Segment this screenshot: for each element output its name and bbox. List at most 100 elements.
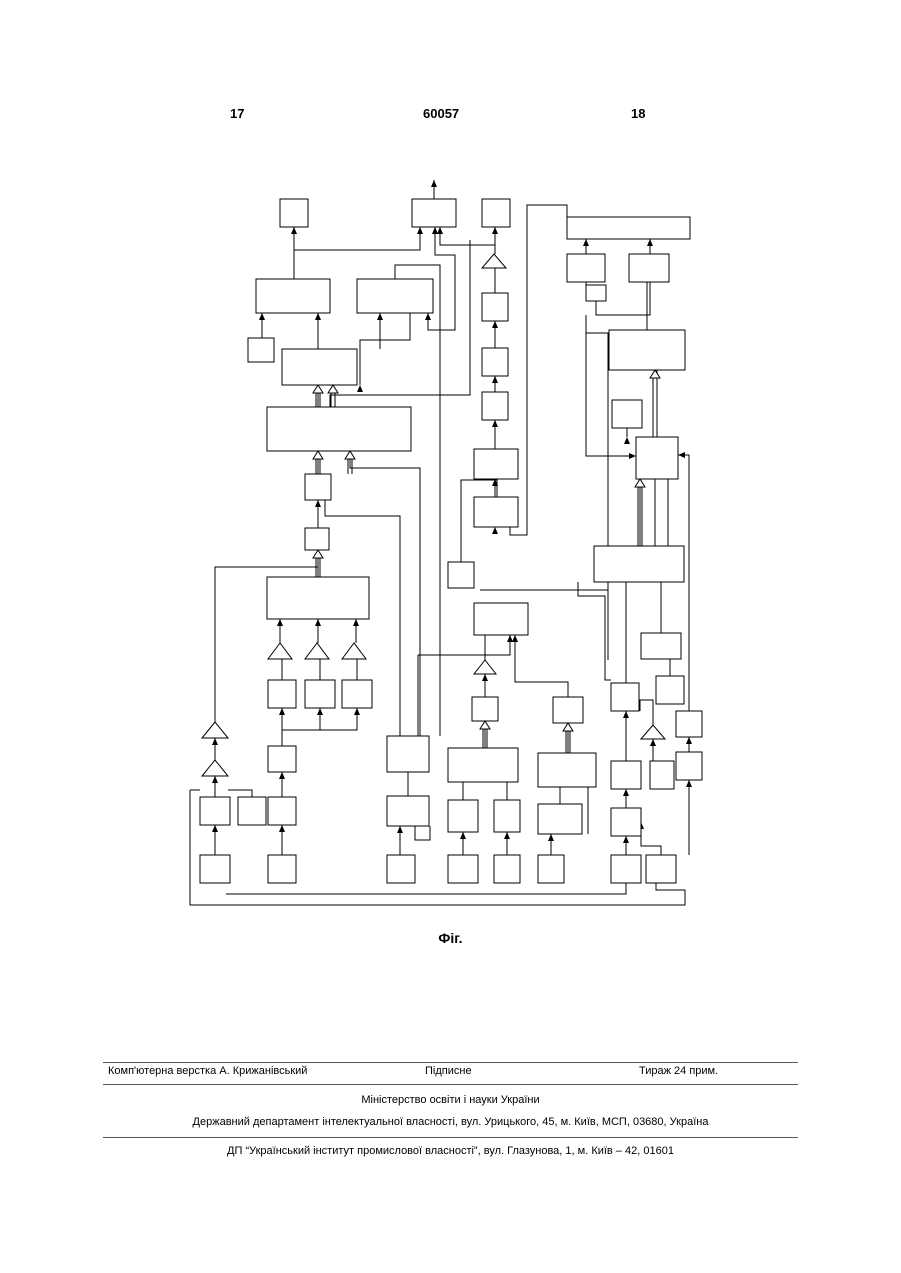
bus-arrowhead [635, 479, 645, 487]
block-65 [676, 752, 702, 780]
signal-arrowhead [425, 313, 431, 320]
signal-arrowhead [492, 527, 498, 534]
signal-wire [226, 883, 626, 894]
block-5 [238, 797, 266, 825]
footer-rule-bottom [103, 1137, 798, 1138]
signal-arrowhead [212, 825, 218, 832]
block-39 [412, 199, 456, 227]
signal-arrowhead [492, 321, 498, 328]
block-25 [387, 796, 429, 826]
amplifier-block-14 [342, 643, 366, 659]
signal-arrowhead [377, 313, 383, 320]
footer-ministry: Міністерство освіти і науки України [0, 1094, 901, 1106]
signal-arrowhead [686, 737, 692, 744]
signal-arrowhead [431, 180, 437, 187]
block-16 [305, 528, 329, 550]
block-48 [611, 855, 641, 883]
bus-arrowhead [313, 451, 323, 459]
signal-arrowhead [482, 674, 488, 681]
block-42 [474, 449, 518, 479]
signal-wire [360, 313, 410, 385]
signal-arrowhead [647, 239, 653, 246]
block-59 [612, 400, 642, 428]
signal-arrowhead [317, 708, 323, 715]
block-56 [641, 633, 681, 659]
signal-wire [578, 582, 611, 680]
footer-rule-middle [103, 1084, 798, 1085]
signal-wire [641, 822, 661, 855]
signal-arrowhead [507, 635, 513, 642]
block-40 [448, 562, 474, 588]
amplifier-block-33 [474, 660, 496, 674]
signal-arrowhead [417, 227, 423, 234]
bus-arrowhead [328, 385, 338, 393]
block-60 [609, 330, 685, 370]
block-28 [494, 855, 520, 883]
block-64 [567, 217, 690, 239]
amplifier-block-53 [641, 725, 665, 739]
signal-arrowhead [315, 619, 321, 626]
block-17 [305, 474, 331, 500]
footer-signed: Підписне [425, 1065, 472, 1077]
footer-department: Державний департамент інтелектуальної вл… [0, 1116, 901, 1128]
signal-arrowhead [492, 420, 498, 427]
block-26 [387, 736, 429, 772]
signal-wire [640, 700, 653, 725]
signal-arrowhead [277, 619, 283, 626]
block-58 [636, 437, 678, 479]
signal-wire [215, 550, 318, 722]
signal-wire [415, 826, 430, 840]
block-29 [448, 800, 478, 832]
signal-arrowhead [583, 239, 589, 246]
signal-arrowhead [650, 739, 656, 746]
block-41 [474, 497, 518, 527]
block-11 [342, 680, 372, 708]
signal-arrowhead [212, 738, 218, 745]
block-23 [357, 279, 433, 313]
footer-circulation: Тираж 24 прим. [639, 1065, 718, 1077]
bus-arrowhead [563, 723, 573, 731]
signal-arrowhead [291, 227, 297, 234]
signal-arrowhead [259, 313, 265, 320]
signal-arrowhead [624, 437, 630, 444]
block-35 [538, 855, 564, 883]
bus-arrowhead [345, 451, 355, 459]
block-18 [267, 407, 411, 451]
signal-arrowhead [492, 376, 498, 383]
figure-caption: Фіг. [0, 930, 901, 946]
signal-arrowhead [504, 832, 510, 839]
signal-arrowhead [354, 708, 360, 715]
bus-arrowhead [313, 550, 323, 558]
block-34 [474, 603, 528, 635]
signal-arrowhead [432, 227, 438, 234]
block-61 [586, 285, 606, 301]
signal-arrowhead [629, 453, 636, 459]
signal-arrowhead [460, 832, 466, 839]
amplifier-block-12 [268, 643, 292, 659]
signal-wire [228, 790, 252, 797]
block-36 [538, 804, 582, 834]
block-15 [267, 577, 369, 619]
signal-arrowhead [623, 711, 629, 718]
signal-arrowhead [397, 826, 403, 833]
signal-arrowhead [279, 772, 285, 779]
signal-arrowhead [315, 313, 321, 320]
signal-arrowhead [315, 500, 321, 507]
block-10 [305, 680, 335, 708]
block-20 [248, 338, 274, 362]
block-24 [387, 855, 415, 883]
bus-arrowhead [313, 385, 323, 393]
signal-arrowhead [623, 789, 629, 796]
signal-arrowhead [437, 227, 443, 234]
signal-arrowhead [548, 834, 554, 841]
footer-rule-top [103, 1062, 798, 1063]
signal-wire [294, 227, 420, 250]
footer-layout-credit: Комп'ютерна верстка А. Крижанівський [108, 1065, 307, 1077]
block-44 [482, 348, 508, 376]
block-62 [567, 254, 605, 282]
signal-wire [678, 455, 689, 711]
signal-arrowhead [279, 825, 285, 832]
signal-wire [440, 227, 495, 245]
block-52 [650, 761, 674, 789]
